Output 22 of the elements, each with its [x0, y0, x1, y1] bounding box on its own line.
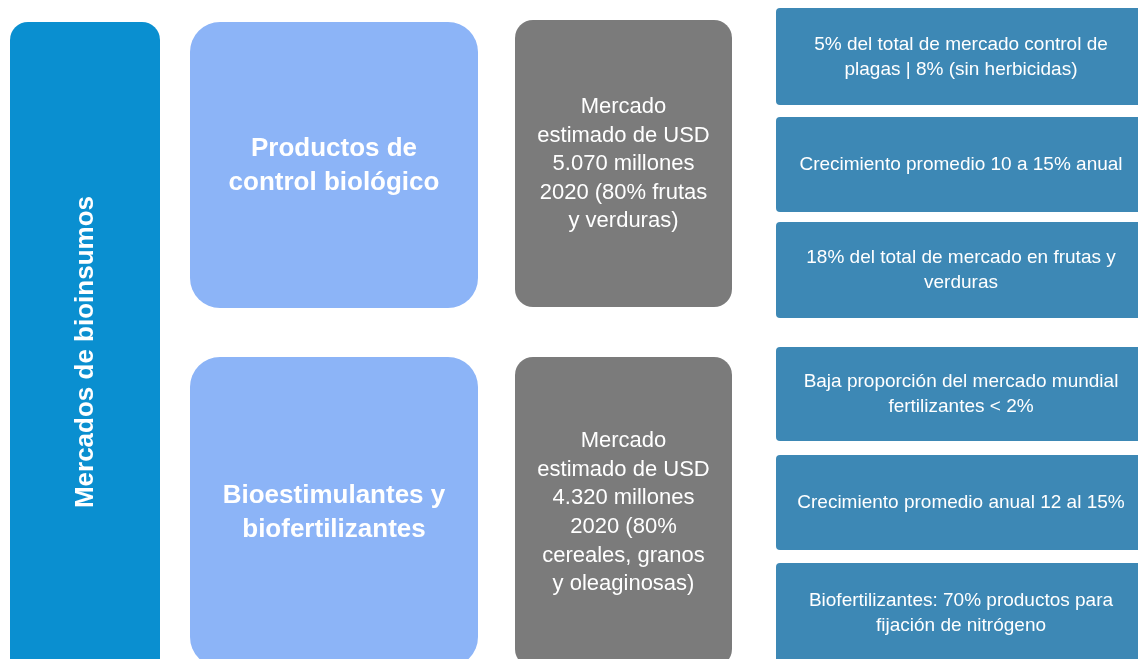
fact-box	[776, 117, 1138, 212]
market-size-box	[515, 20, 732, 307]
vertical-title-bar	[10, 22, 160, 659]
fact-box	[776, 8, 1138, 105]
title-text: Mercados de bioinsumos	[68, 195, 101, 509]
fact-box	[776, 222, 1138, 318]
box-text: 18% del total de mercado en frutas y verduras	[805, 245, 1117, 294]
box-text: 5% del total de mercado control de plagas | 8% (sin herbicidas)	[813, 31, 1109, 81]
market-size-box	[515, 357, 732, 659]
category-box	[190, 22, 478, 308]
box-text: Biofertilizantes: 70% productos para fijación de nitrógeno	[807, 588, 1115, 637]
fact-box	[776, 563, 1138, 659]
box-text: Crecimiento promedio 10 a 15% anual	[799, 152, 1123, 177]
box-text: Mercado estimado de USD 5.070 millones 2020 (80% frutas y verduras)	[536, 92, 711, 235]
fact-box	[776, 455, 1138, 550]
fact-box	[776, 347, 1138, 441]
category-box	[190, 357, 478, 659]
box-text: Mercado estimado de USD 4.320 millones 2020 (80% cereales, granos y oleaginosas)	[536, 426, 711, 598]
box-text: Bioestimulantes y biofertilizantes	[221, 478, 447, 545]
box-text: Baja proporción del mercado mundial fertilizantes < 2%	[802, 369, 1120, 418]
box-text: Productos de control biológico	[227, 131, 441, 198]
box-text: Crecimiento promedio anual 12 al 15%	[797, 490, 1125, 515]
